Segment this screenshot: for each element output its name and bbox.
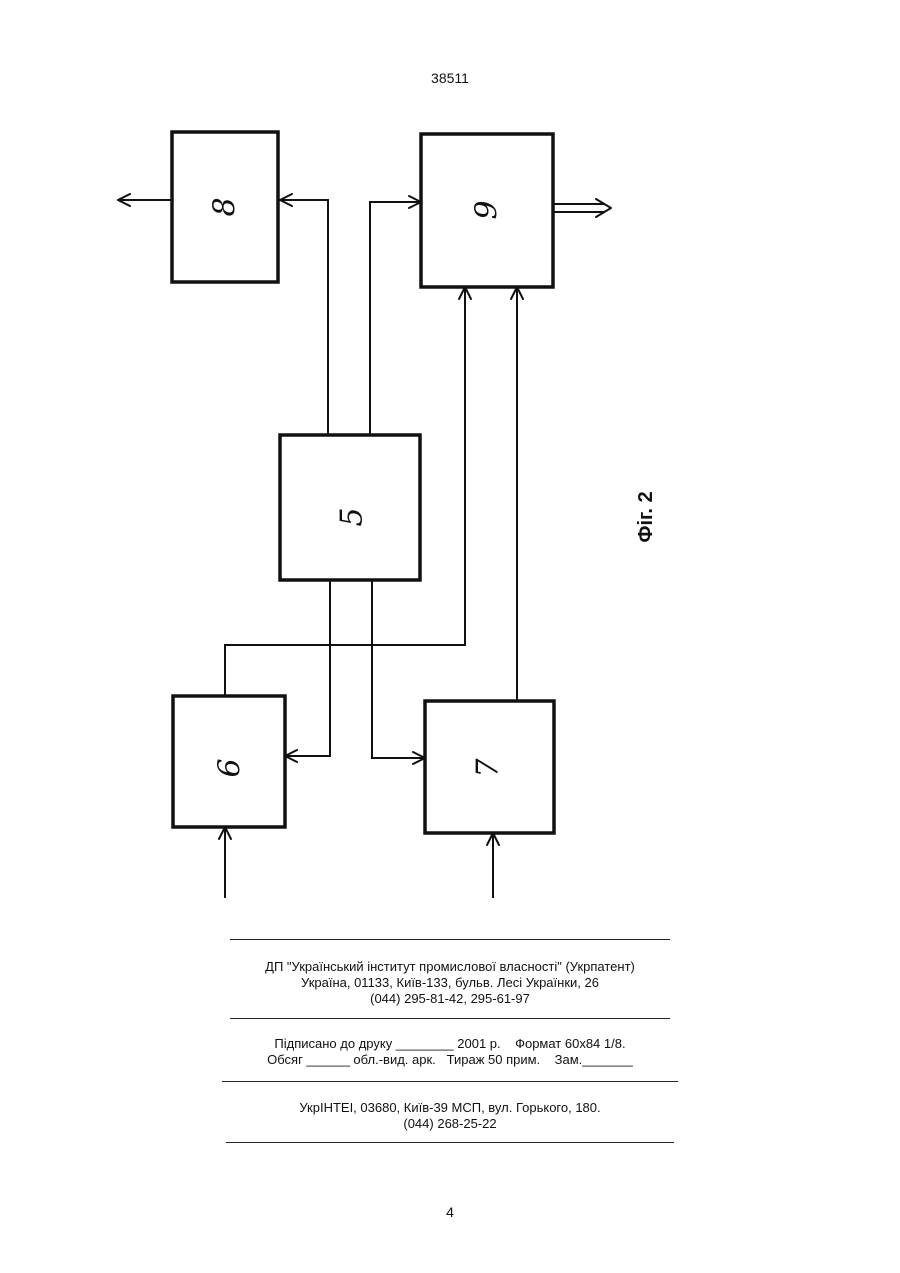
block-9-label: 9 (470, 200, 505, 219)
rule-3 (222, 1081, 678, 1082)
block-diagram: 8 9 5 6 7 Фіг. 2 (0, 0, 900, 920)
printer-phone: (044) 268-25-22 (0, 1116, 900, 1132)
block-7-label: 7 (471, 758, 506, 778)
publisher-phone: (044) 295-81-42, 295-61-97 (0, 991, 900, 1007)
block-8-label: 8 (208, 197, 243, 216)
print-line-1: Підписано до друку ________ 2001 р. Форм… (0, 1036, 900, 1052)
publisher-name: ДП "Український інститут промислової вла… (0, 959, 900, 975)
wire-5-to-8 (280, 200, 328, 435)
rule-2 (230, 1018, 670, 1019)
publisher-address: Україна, 01133, Київ-133, бульв. Лесі Ук… (0, 975, 900, 991)
rule-4 (226, 1142, 674, 1143)
print-info: Підписано до друку ________ 2001 р. Форм… (0, 1036, 900, 1068)
printer-info: УкрІНТЕІ, 03680, Київ-39 МСП, вул. Горьк… (0, 1100, 900, 1132)
wire-5-to-7 (372, 580, 425, 758)
print-line-2: Обсяг ______ обл.-вид. арк. Тираж 50 при… (0, 1052, 900, 1068)
wire-5-to-9 (370, 202, 421, 435)
figure-caption: Фіг. 2 (635, 491, 657, 542)
arrow-9-output (596, 199, 611, 217)
page-number: 4 (0, 1204, 900, 1220)
printer-address: УкрІНТЕІ, 03680, Київ-39 МСП, вул. Горьк… (0, 1100, 900, 1116)
wire-5-to-6 (285, 580, 330, 756)
publisher-info: ДП "Український інститут промислової вла… (0, 959, 900, 1007)
block-6-label: 6 (213, 758, 248, 777)
block-5-label: 5 (335, 507, 370, 526)
rule-1 (230, 939, 670, 940)
